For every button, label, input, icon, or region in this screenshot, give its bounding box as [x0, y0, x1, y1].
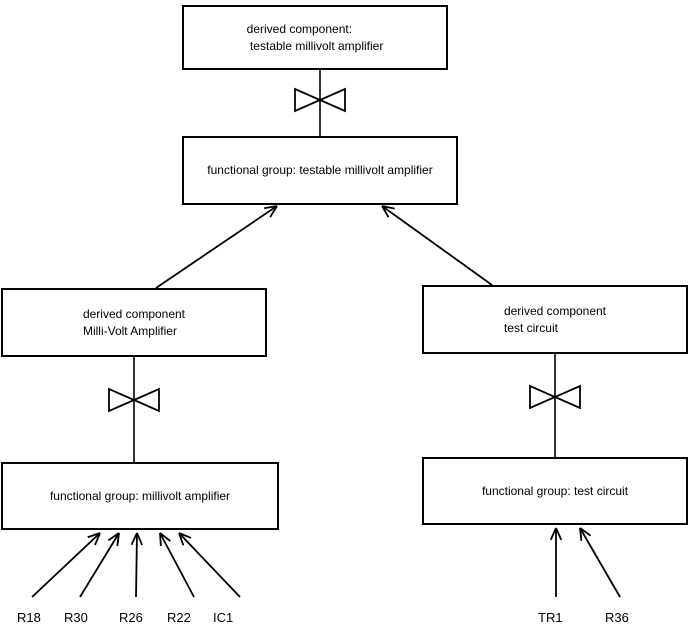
leaf-label-r18: R18	[17, 610, 41, 625]
functional-group-test-circuit-label: functional group: test circuit	[481, 483, 629, 498]
arrow-r22	[159, 532, 195, 598]
derived-component-milli-volt-amplifier-label: derived component Milli-Volt Amplifier	[82, 306, 186, 338]
arrow-test-circuit-to-functional-group-head-barb-1	[381, 205, 390, 218]
functional-group-test-circuit: functional group: test circuit	[422, 457, 688, 525]
arrow-lines-group	[31, 205, 621, 598]
arrow-milli-volt-amplifier-to-functional-group	[155, 205, 278, 289]
derived-component-test-circuit: derived component test circuit	[422, 285, 688, 354]
leaf-label-tr1: TR1	[538, 610, 563, 625]
arrow-test-circuit-to-functional-group-head-barb-0	[381, 205, 395, 210]
leaf-label-r30: R30	[64, 610, 88, 625]
arrow-ic1-shaft	[178, 532, 241, 598]
leaf-label-ic1: IC1	[213, 610, 234, 625]
functional-group-testable-millivolt-amplifier: functional group: testable millivolt amp…	[182, 136, 458, 205]
bowtie-connector-top	[294, 87, 346, 113]
bowtie-connector-left	[108, 387, 160, 413]
arrow-r30	[79, 532, 120, 598]
arrow-r18-head-barb-1	[87, 532, 101, 539]
functional-group-millivolt-amplifier-label: functional group: millivolt amplifier	[49, 488, 231, 503]
arrow-r36	[579, 527, 621, 598]
arrow-ic1-head-barb-0	[178, 532, 192, 539]
arrow-r30-shaft	[79, 532, 120, 598]
arrow-r18-head-barb-0	[94, 532, 101, 546]
arrow-r22-head-barb-1	[159, 532, 162, 547]
derived-component-testable-millivolt-amplifier-label: derived component: testable millivolt am…	[246, 21, 384, 53]
functional-group-millivolt-amplifier: functional group: millivolt amplifier	[1, 462, 279, 530]
leaf-label-r36: R36	[605, 610, 629, 625]
functional-group-testable-millivolt-amplifier-label: functional group: testable millivolt amp…	[207, 163, 433, 177]
connector-lines-group	[133, 70, 556, 462]
arrow-r22-shaft	[159, 532, 195, 598]
arrow-r26-shaft	[135, 532, 138, 598]
derived-component-test-circuit-label: derived component test circuit	[503, 303, 607, 335]
arrow-tr1	[549, 527, 563, 597]
arrow-tr1-head-barb-1	[549, 527, 557, 541]
arrow-r26-head-barb-1	[130, 532, 138, 546]
derived-component-testable-millivolt-amplifier: derived component: testable millivolt am…	[182, 5, 448, 70]
bowtie-connector-right	[529, 384, 581, 410]
arrow-ic1-head-barb-1	[178, 532, 185, 546]
bowtie-connector-top-right-triangle	[317, 87, 346, 113]
bowtie-connector-left-right-triangle	[131, 387, 160, 413]
bowtie-connector-left-left-triangle	[108, 387, 137, 413]
arrow-test-circuit-to-functional-group	[381, 205, 493, 286]
arrow-r18	[31, 532, 101, 598]
arrow-r30-head-barb-1	[107, 532, 120, 542]
arrow-r36-head-barb-0	[579, 527, 592, 537]
arrow-r36-shaft	[579, 527, 621, 598]
leaf-label-r22: R22	[167, 610, 191, 625]
arrow-r26	[130, 532, 143, 598]
leaf-label-r26: R26	[119, 610, 143, 625]
arrow-test-circuit-to-functional-group-shaft	[381, 205, 493, 286]
arrow-milli-volt-amplifier-to-functional-group-shaft	[155, 205, 278, 289]
arrow-r18-shaft	[31, 532, 101, 598]
bowtie-connector-right-right-triangle	[552, 384, 581, 410]
bowtie-glyphs-group	[108, 87, 581, 413]
arrow-r22-head-barb-0	[159, 532, 171, 542]
arrow-r36-head-barb-1	[579, 527, 583, 542]
arrow-r30-head-barb-0	[116, 532, 120, 547]
arrow-tr1-head-barb-0	[555, 527, 563, 541]
bowtie-connector-right-left-triangle	[529, 384, 558, 410]
derived-component-milli-volt-amplifier: derived component Milli-Volt Amplifier	[1, 288, 267, 357]
arrow-r26-head-barb-0	[136, 532, 143, 546]
arrow-milli-volt-amplifier-to-functional-group-head-barb-1	[264, 205, 278, 210]
arrow-ic1	[178, 532, 241, 598]
bowtie-connector-top-left-triangle	[294, 87, 323, 113]
arrow-milli-volt-amplifier-to-functional-group-head-barb-0	[269, 205, 278, 218]
